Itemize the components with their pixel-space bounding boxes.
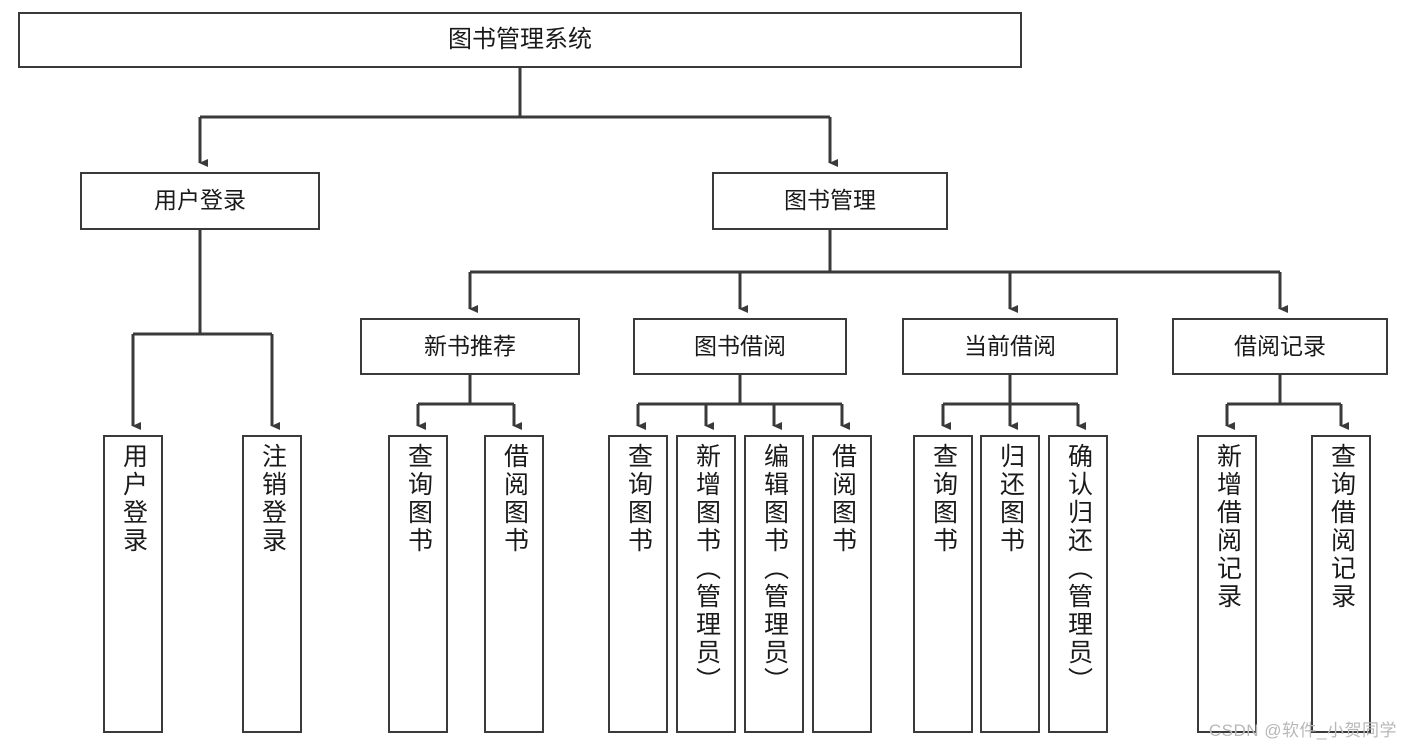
node-leaf-query-book-3[interactable]: 查询图书 xyxy=(913,435,973,733)
node-book-manage[interactable]: 图书管理 xyxy=(712,172,948,230)
node-leaf-query-book-1[interactable]: 查询图书 xyxy=(388,435,448,733)
node-leaf-query-book-1-label: 查询图书 xyxy=(404,443,433,555)
node-current-borrow-label: 当前借阅 xyxy=(964,332,1056,359)
node-leaf-borrow-book-1-label: 借阅图书 xyxy=(500,443,529,555)
node-leaf-query-borrow-record[interactable]: 查询借阅记录 xyxy=(1311,435,1371,733)
node-leaf-query-book-2[interactable]: 查询图书 xyxy=(608,435,668,733)
node-leaf-query-book-3-label: 查询图书 xyxy=(929,443,958,555)
node-leaf-return-book-label: 归还图书 xyxy=(996,443,1025,555)
node-leaf-query-book-2-label: 查询图书 xyxy=(624,443,653,555)
node-current-borrow[interactable]: 当前借阅 xyxy=(902,318,1118,375)
node-leaf-add-book-admin[interactable]: 新增图书（管理员） xyxy=(676,435,736,733)
node-leaf-add-borrow-record-label: 新增借阅记录 xyxy=(1213,443,1242,611)
node-root-system[interactable]: 图书管理系统 xyxy=(18,12,1022,68)
node-leaf-confirm-return-admin[interactable]: 确认归还（管理员） xyxy=(1048,435,1108,733)
node-leaf-edit-book-admin-label: 编辑图书（管理员） xyxy=(760,443,789,695)
node-leaf-edit-book-admin[interactable]: 编辑图书（管理员） xyxy=(744,435,804,733)
node-leaf-borrow-book-1[interactable]: 借阅图书 xyxy=(484,435,544,733)
node-leaf-user-login-label: 用户登录 xyxy=(119,443,148,555)
node-user-login-label: 用户登录 xyxy=(154,187,246,214)
node-leaf-borrow-book-2-label: 借阅图书 xyxy=(828,443,857,555)
node-leaf-borrow-book-2[interactable]: 借阅图书 xyxy=(812,435,872,733)
node-borrow-record[interactable]: 借阅记录 xyxy=(1172,318,1388,375)
node-user-login[interactable]: 用户登录 xyxy=(80,172,320,230)
node-root-system-label: 图书管理系统 xyxy=(448,25,592,53)
node-leaf-add-book-admin-label: 新增图书（管理员） xyxy=(692,443,721,695)
node-leaf-return-book[interactable]: 归还图书 xyxy=(980,435,1040,733)
node-leaf-logout-login[interactable]: 注销登录 xyxy=(242,435,302,733)
node-leaf-add-borrow-record[interactable]: 新增借阅记录 xyxy=(1197,435,1257,733)
node-leaf-query-borrow-record-label: 查询借阅记录 xyxy=(1327,443,1356,611)
node-book-borrow[interactable]: 图书借阅 xyxy=(633,318,847,375)
node-book-manage-label: 图书管理 xyxy=(784,187,876,214)
node-leaf-logout-login-label: 注销登录 xyxy=(258,443,287,555)
node-book-borrow-label: 图书借阅 xyxy=(694,332,786,359)
node-leaf-user-login[interactable]: 用户登录 xyxy=(103,435,163,733)
node-new-book-recommend-label: 新书推荐 xyxy=(424,332,516,359)
node-leaf-confirm-return-admin-label: 确认归还（管理员） xyxy=(1064,443,1093,695)
node-borrow-record-label: 借阅记录 xyxy=(1234,332,1326,359)
watermark-text: CSDN @软件_小贺同学 xyxy=(1208,721,1397,740)
node-new-book-recommend[interactable]: 新书推荐 xyxy=(360,318,580,375)
